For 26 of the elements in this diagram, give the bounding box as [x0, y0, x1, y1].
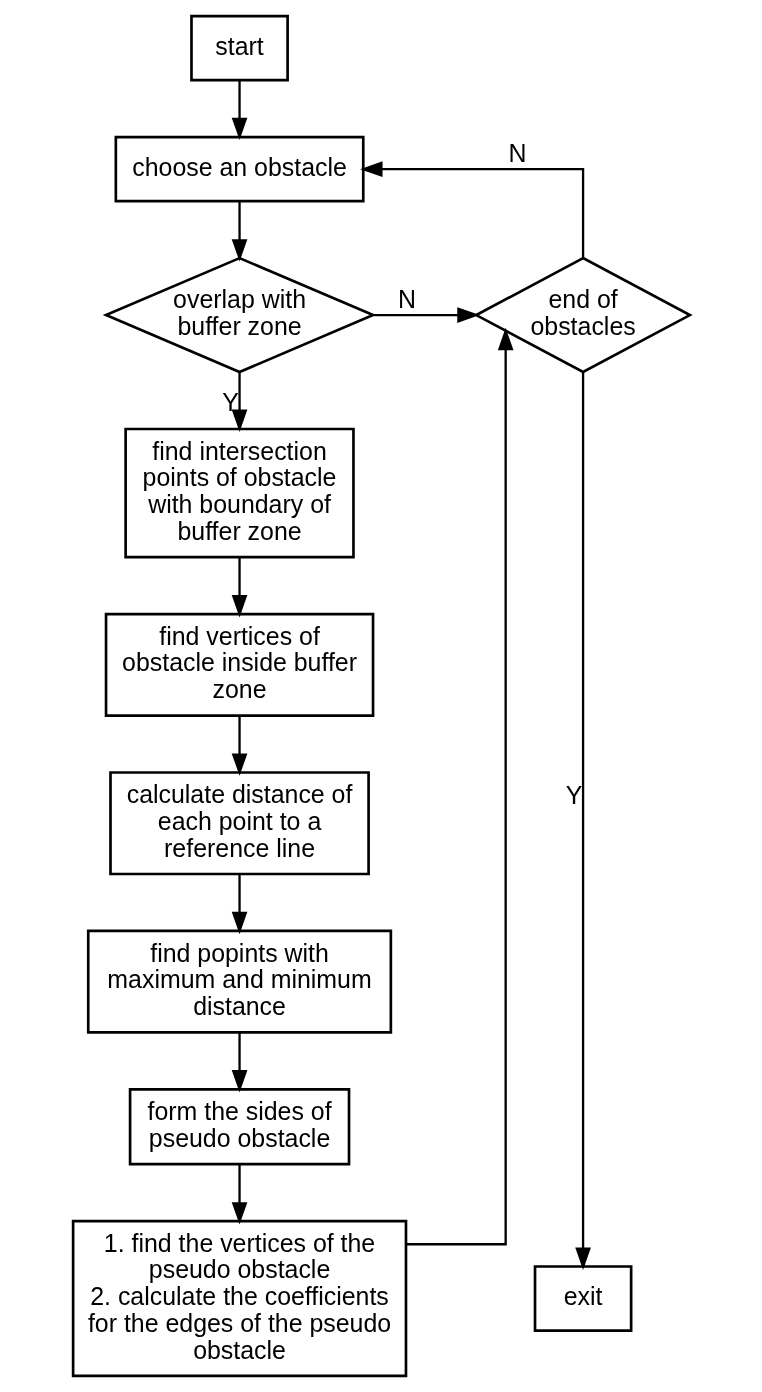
- arrow: [372, 307, 480, 323]
- node-box: 1. find the vertices of the pseudo obstacle 2. calculate the coefficients for the edges of the pseudo obstacle: [71, 1219, 407, 1378]
- node-diamond: overlap with buffer zone: [102, 256, 376, 374]
- node-box: find vertices of obstacle inside buffer zone: [104, 612, 374, 717]
- arrow: [231, 201, 247, 262]
- arrow: [231, 874, 247, 935]
- arrow: [406, 327, 513, 1246]
- edge-label: N: [397, 285, 416, 314]
- node-box: choose an obstacle: [114, 135, 365, 203]
- edge-label: N: [507, 139, 526, 168]
- node-box: start: [189, 14, 289, 82]
- node-box: find intersection points of obstacle with boundary of buffer zone: [123, 427, 355, 559]
- arrow: [231, 1164, 247, 1225]
- node-box: exit: [533, 1265, 632, 1332]
- node-box: calculate distance of each point to a reference line: [108, 771, 370, 876]
- arrow: [231, 557, 247, 618]
- arrow: [231, 715, 247, 776]
- node-box: form the sides of pseudo obstacle: [128, 1088, 350, 1166]
- arrow: [231, 80, 247, 141]
- edge-label: Y: [221, 388, 239, 417]
- edge-label: Y: [565, 780, 582, 809]
- arrow: [231, 1032, 247, 1093]
- arrow: [359, 161, 584, 258]
- node-box: find popints with maximum and minimum distance: [86, 929, 392, 1034]
- arrow: [231, 372, 247, 432]
- arrow: [574, 372, 591, 1270]
